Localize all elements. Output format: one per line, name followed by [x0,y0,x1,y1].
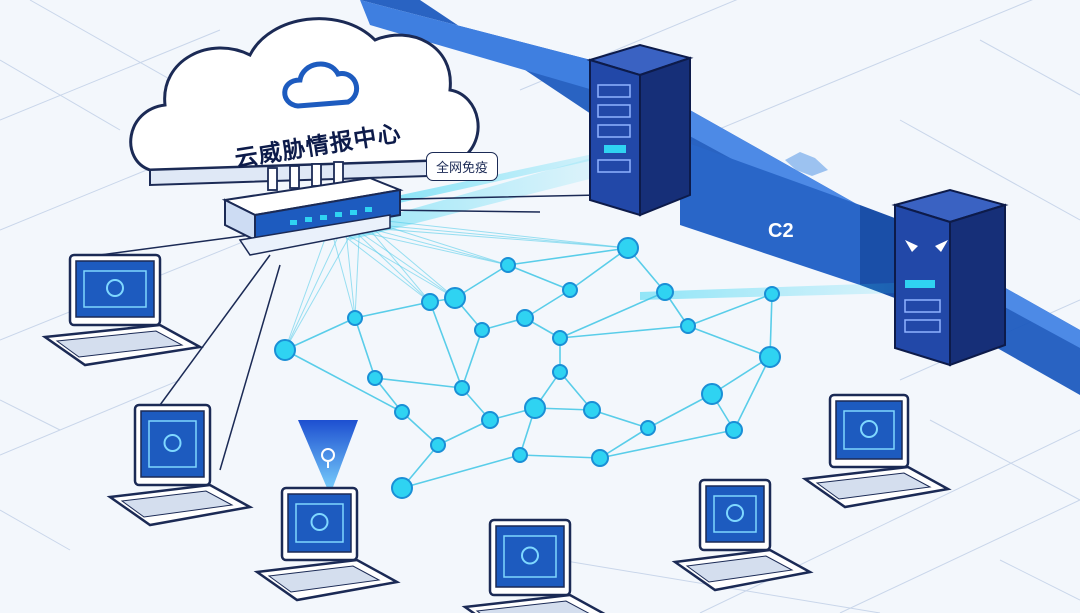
link [354,317,376,379]
network-node [347,310,363,326]
link [354,301,431,319]
network-node [701,383,723,405]
detect-icon [521,546,539,565]
link [344,221,456,299]
link [559,291,666,339]
c2-label: C2 [768,220,794,242]
network-nodes [274,237,781,499]
link [329,224,456,299]
network-switch [221,176,404,256]
laptop [253,486,401,602]
bulb-icon [310,513,329,531]
link [647,393,713,429]
network-node [524,397,546,419]
network-node [274,339,296,361]
network-node [656,283,674,301]
link [733,356,771,431]
laptop [41,253,204,367]
network-node [430,437,446,453]
c2-server [891,188,1009,367]
link [401,411,439,446]
document-icon [726,504,744,522]
immunity-tag: 全网免疫 [426,152,499,181]
network-node [516,309,534,327]
link [599,429,735,459]
link [687,325,771,358]
network-node [759,346,781,368]
network-node [552,330,568,346]
endpoint-laptops [41,253,952,613]
network-node [454,380,470,396]
link [437,419,491,446]
link [461,329,483,389]
laptop [671,478,814,592]
link [559,325,689,339]
link [284,217,361,351]
server-rack [586,43,694,217]
network-node [474,322,490,338]
link [711,356,771,395]
link [284,224,331,351]
network-node [500,257,516,273]
network-node [764,286,780,302]
network-node [552,364,568,380]
network-node [617,237,639,259]
shield-check-icon [860,420,878,438]
link [519,454,601,459]
laptop [801,393,952,509]
network-node [421,293,439,311]
link [284,349,403,413]
cloud-icon [282,61,360,109]
network-node [367,370,383,386]
bulb-icon [321,448,335,468]
laptop [461,518,606,613]
network-node [583,401,601,419]
network-node [481,411,499,429]
alert-icon [163,434,182,452]
link [344,221,629,249]
virus-icon [106,279,124,297]
link [569,247,629,291]
link [599,427,649,459]
network-node [725,421,743,439]
network-node [640,420,656,436]
link [284,317,356,351]
link [359,217,629,249]
network-node [680,318,696,334]
link [687,293,773,327]
angry-face-icon [905,240,948,252]
link [507,247,629,266]
alert-lamp [298,420,358,495]
cloud [129,17,480,191]
link [344,221,356,319]
link [507,264,571,291]
link [329,224,356,319]
network-links [284,217,773,489]
network-node [512,447,528,463]
network-node [391,477,413,499]
link [591,409,649,429]
link [429,301,463,389]
network-node [591,449,609,467]
laptop [106,403,254,527]
link [284,221,346,351]
link [401,454,521,489]
network-node [394,404,410,420]
network-node [562,282,578,298]
network-node [444,287,466,309]
link [374,377,463,389]
